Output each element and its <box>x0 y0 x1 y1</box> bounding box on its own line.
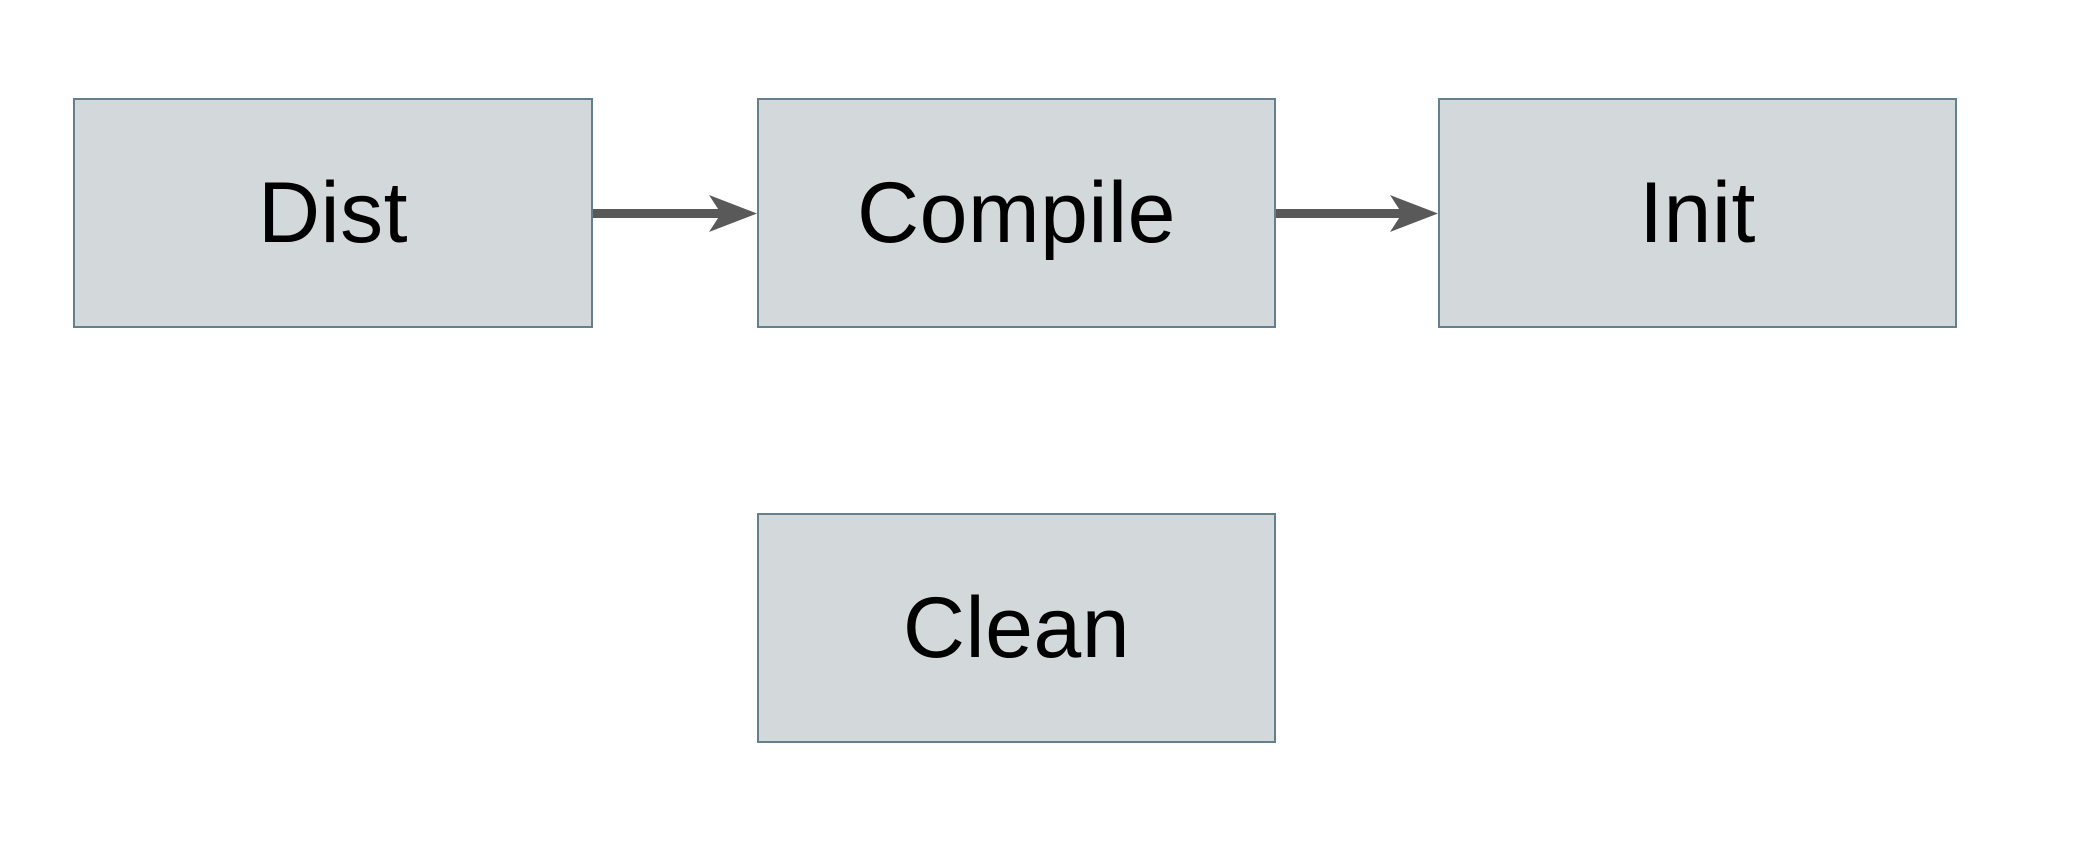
arrowhead-compile-init-icon <box>1390 195 1438 232</box>
node-init[interactable]: Init <box>1438 98 1957 328</box>
node-dist-label: Dist <box>257 165 409 261</box>
node-compile[interactable]: Compile <box>757 98 1276 328</box>
edge-dist-compile <box>593 195 757 232</box>
node-compile-label: Compile <box>857 165 1176 261</box>
node-clean-label: Clean <box>902 580 1131 676</box>
node-init-label: Init <box>1639 165 1756 261</box>
node-clean[interactable]: Clean <box>757 513 1276 743</box>
edge-compile-init <box>1276 195 1438 232</box>
arrowhead-dist-compile-icon <box>709 195 757 232</box>
node-dist[interactable]: Dist <box>73 98 593 328</box>
